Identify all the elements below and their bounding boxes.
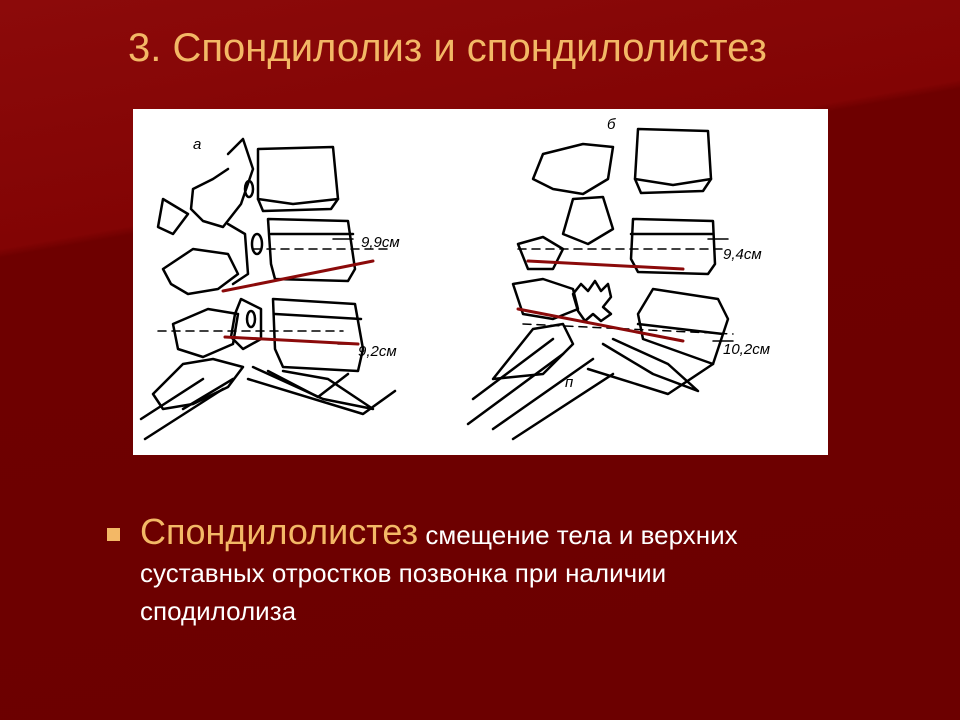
posterior-elements-a <box>189 137 255 229</box>
vertebra-b-middle <box>629 217 717 276</box>
measure-line-a-lower <box>223 335 360 346</box>
measure-line-a-upper <box>221 259 375 293</box>
description-line-2: суставных отростков позвонка при наличии <box>140 558 667 588</box>
panel-b-label: б <box>607 116 616 133</box>
spine-xray-figure: а б 9,9см 9,2см 9,4см 10,2см п <box>133 109 828 455</box>
measure-b-upper-label: 9,4см <box>723 246 762 263</box>
vertebra-a-middle <box>266 217 357 283</box>
measure-line-b-lower <box>516 307 685 343</box>
slide-title: 3. Спондилолиз и спондилолистез <box>128 26 767 70</box>
panel-a-label: а <box>193 136 201 153</box>
measure-line-b-upper <box>526 259 685 271</box>
vertebra-b-top <box>633 127 713 195</box>
sacrum-label: п <box>565 374 573 391</box>
spine-diagram: а б 9,9см 9,2см 9,4см 10,2см п <box>139 116 770 441</box>
sacrum-b <box>601 337 700 393</box>
vertebra-a-lower <box>271 297 365 373</box>
term-spondylolisthesis: Спондилолистез <box>140 511 419 552</box>
bullet-square <box>107 528 120 541</box>
description-line-3: сподилолиза <box>140 596 297 626</box>
spondylolysis-defect <box>571 279 613 323</box>
description-line-1: смещение тела и верхних <box>418 520 738 550</box>
measure-a-lower-label: 9,2см <box>358 343 397 360</box>
measure-b-lower-label: 10,2см <box>723 341 770 358</box>
definition-text: Спондилолистез смещение тела и верхних с… <box>140 513 900 630</box>
measure-a-upper-label: 9,9см <box>361 234 400 251</box>
posterior-elements-b <box>531 142 615 196</box>
